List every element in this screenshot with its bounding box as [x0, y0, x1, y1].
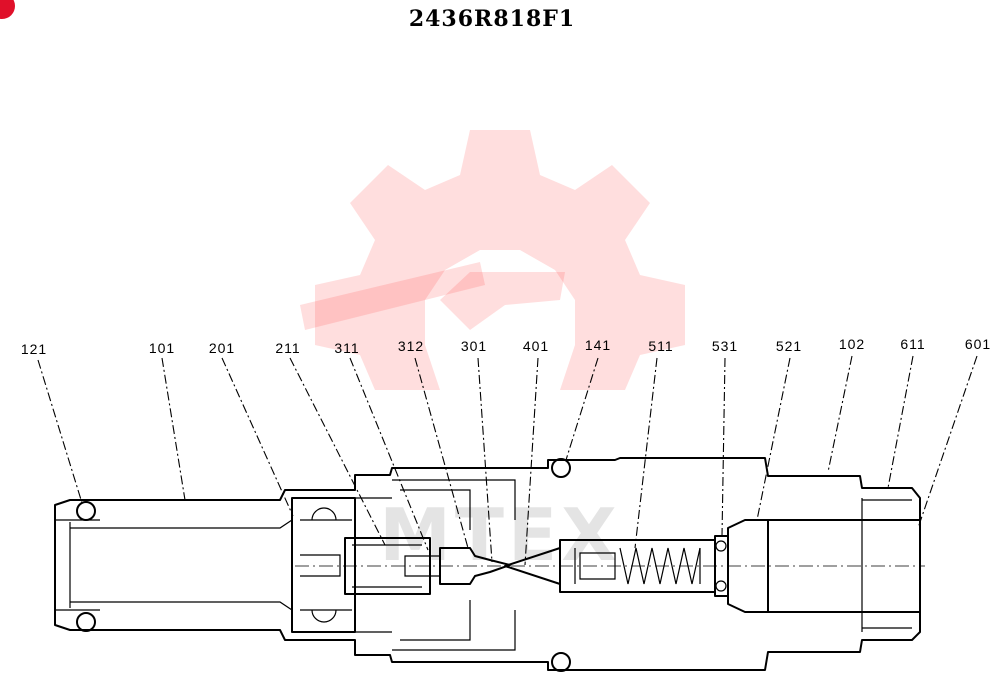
callout-label: 201: [209, 340, 235, 356]
callout-label: 102: [839, 336, 865, 352]
valve-body: [54, 457, 925, 671]
callout-label: 312: [398, 338, 424, 354]
callout-labels: 121 101 201 211 311 312 301 401 141 511 …: [21, 336, 991, 357]
callout-label: 311: [334, 340, 359, 356]
callout-label: 211: [275, 340, 300, 356]
o-rings: [76, 458, 571, 672]
callout-label: 101: [149, 340, 175, 356]
o-ring-141-bottom: [551, 652, 571, 672]
callout-label: 521: [776, 338, 802, 354]
drawing-title: 2436R818F1: [409, 6, 575, 32]
o-ring-141-top: [551, 458, 571, 478]
callout-label: 511: [648, 338, 673, 354]
o-ring-121-bottom: [76, 612, 96, 632]
watermark-gear-logo: [300, 130, 685, 390]
spring-coils: [619, 547, 701, 585]
o-ring-121-top: [76, 501, 96, 521]
corner-logo-badge: [0, 0, 15, 19]
callout-label: 141: [585, 337, 611, 353]
leader-lines: [37, 355, 978, 566]
callout-label: 611: [900, 336, 925, 352]
callout-label: 401: [523, 338, 549, 354]
watermark-text: MTEX: [379, 493, 620, 577]
callout-label: 601: [965, 336, 991, 352]
callout-label: 531: [712, 338, 738, 354]
callout-label: 301: [461, 338, 487, 354]
callout-label: 121: [21, 341, 47, 357]
